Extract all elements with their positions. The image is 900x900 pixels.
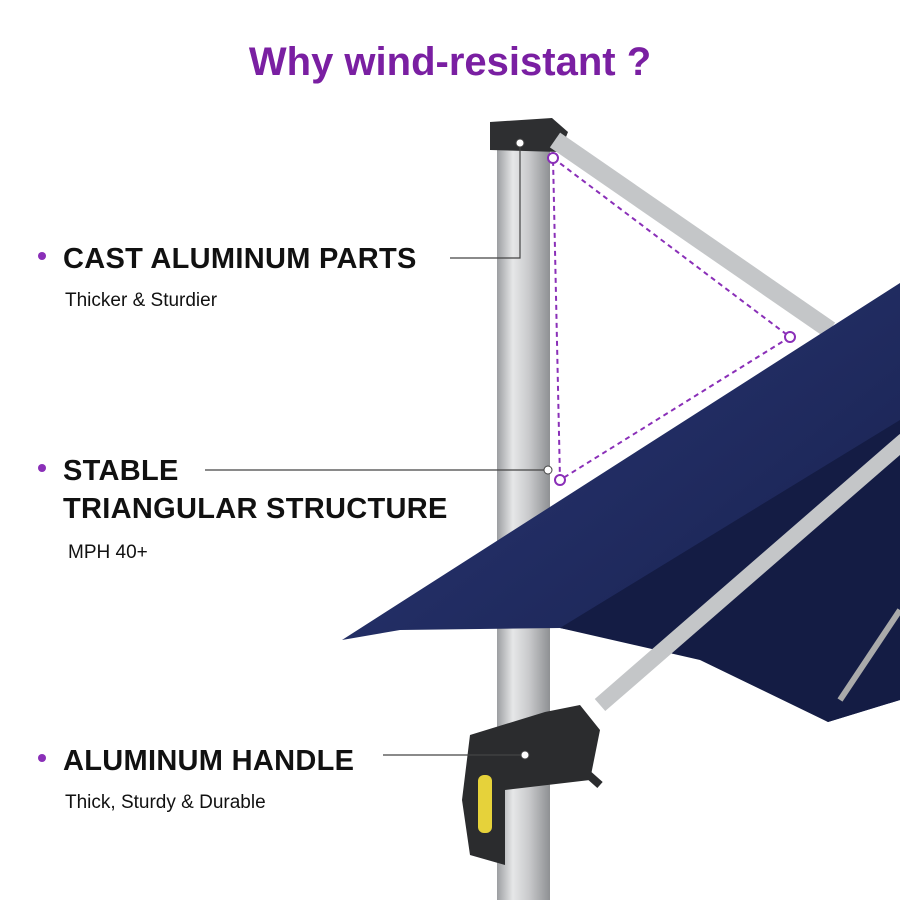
feature-subtext: MPH 40+ <box>68 542 148 563</box>
feature-aluminum-handle: ALUMINUM HANDLE Thick, Sturdy & Durable <box>38 742 354 814</box>
page-title: Why wind-resistant ? <box>248 40 652 84</box>
rib <box>837 608 900 702</box>
bullet-icon <box>38 754 46 762</box>
feature-heading: CAST ALUMINUM PARTS <box>63 243 417 275</box>
top-cap <box>490 118 568 152</box>
lower-strut <box>594 433 900 712</box>
triangle-highlight <box>551 155 792 482</box>
leader-lines <box>205 143 548 756</box>
handle-grip-accent <box>478 775 492 833</box>
handle-bracket <box>462 705 600 865</box>
bullet-icon <box>38 252 46 260</box>
feature-cast-aluminum: CAST ALUMINUM PARTS Thicker & Sturdier <box>38 240 417 312</box>
bullet-icon <box>38 464 46 472</box>
canopy-underside <box>560 420 900 722</box>
crank-lever <box>552 742 603 788</box>
feature-heading-line2: TRIANGULAR STRUCTURE <box>63 493 448 525</box>
feature-subtext: Thick, Sturdy & Durable <box>65 792 266 813</box>
upper-strut <box>549 132 836 338</box>
feature-heading-line1: STABLE <box>63 455 179 487</box>
feature-subtext: Thicker & Sturdier <box>65 290 218 311</box>
feature-heading: ALUMINUM HANDLE <box>63 745 355 777</box>
feature-triangular-structure: STABLE TRIANGULAR STRUCTURE MPH 40+ <box>38 452 448 564</box>
